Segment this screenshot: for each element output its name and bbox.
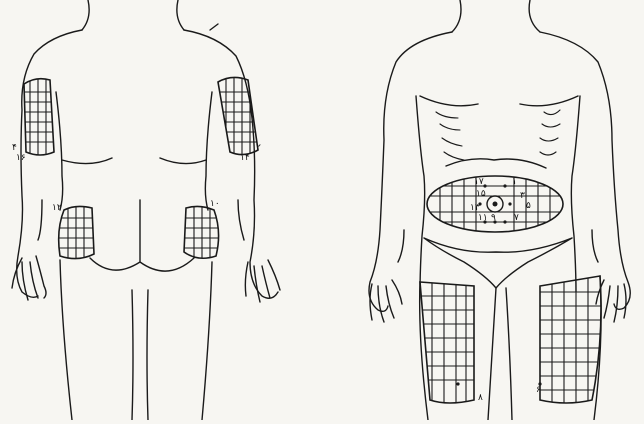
navel-dot: [493, 202, 498, 207]
label-abd-7: ۷: [514, 213, 519, 223]
back-neck-outline: [82, 0, 184, 30]
label-abd-15: ۱۵: [476, 189, 486, 199]
back-buttocks: [90, 200, 194, 271]
back-torso-sides: [56, 92, 212, 210]
front-view-figure: ۱۷ ۱ ۱۵ ۳ ۱۳ ۵ ۱۱ ۹ ۷ ۸ ۶: [369, 0, 630, 420]
back-upper-mark: [210, 24, 218, 30]
front-left-ribs: [436, 110, 560, 160]
front-abdomen-zone: [424, 170, 566, 240]
back-legs: [60, 260, 212, 420]
label-back-left-hip: ۱۲: [52, 203, 62, 213]
label-abd-13: ۱۳: [470, 203, 480, 213]
front-torso-sides: [416, 96, 580, 292]
label-abd-1: ۱: [512, 177, 517, 187]
label-abd-9: ۹: [491, 213, 496, 223]
label-back-right-arm-bottom: ۱۴: [240, 153, 250, 163]
label-abd-3: ۳: [520, 191, 525, 201]
front-neck-outline: [452, 0, 540, 32]
label-abd-17: ۱۷: [474, 177, 484, 187]
label-abd-11: ۱۱: [478, 213, 488, 223]
label-back-right-arm-top: ۲: [256, 143, 261, 153]
back-right-hip-zone: [180, 200, 226, 264]
back-view-figure: ۴ ۱۶ ۲ ۱۴ ۱۲ ۱۰: [12, 0, 280, 420]
front-body-outline: [369, 32, 630, 311]
back-right-hand: [238, 200, 280, 302]
label-back-left-arm-bottom: ۱۶: [16, 153, 26, 163]
label-back-left-arm-top: ۴: [12, 143, 17, 153]
front-underwear: [424, 238, 572, 288]
back-waist-line: [62, 158, 206, 164]
label-abd-5: ۵: [526, 201, 531, 211]
label-front-left-thigh: ۸: [478, 393, 483, 403]
front-chest-line: [420, 96, 578, 106]
front-abdomen-crease: [446, 159, 546, 168]
back-left-arm-zone: [20, 70, 60, 160]
label-back-right-hip: ۱۰: [210, 199, 220, 209]
label-front-right-thigh: ۶: [536, 385, 541, 395]
back-body-outline: [17, 30, 278, 298]
back-left-hand: [12, 200, 46, 300]
